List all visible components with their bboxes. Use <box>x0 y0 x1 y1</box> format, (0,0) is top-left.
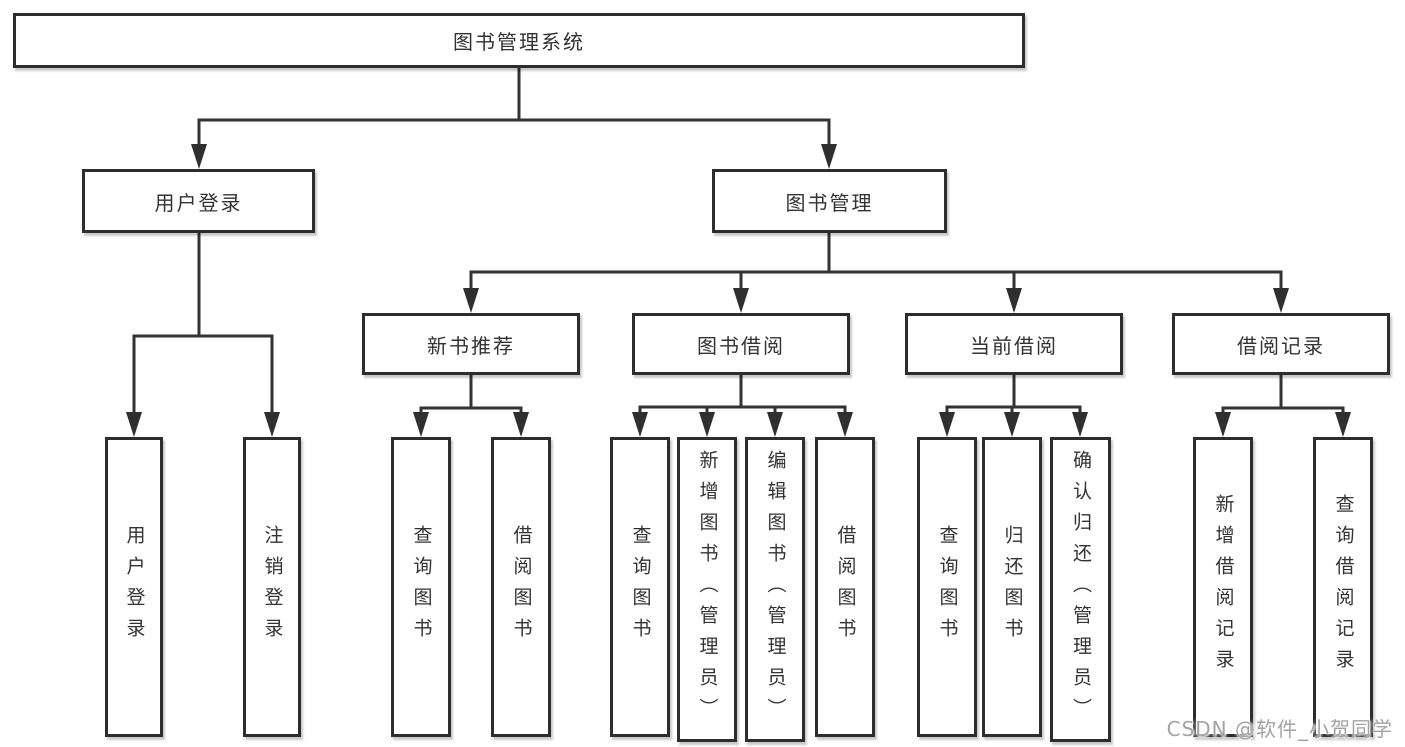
node-new-book-recommend: 新书推荐 <box>362 313 580 375</box>
leaf-recommend-query-book: 查询图书 <box>391 437 451 737</box>
leaf-recommend-borrow-book: 借阅图书 <box>491 437 551 737</box>
leaf-current-query-book: 查询图书 <box>917 437 977 737</box>
connector-arrowheads <box>126 144 1351 437</box>
node-borrow-records: 借阅记录 <box>1172 313 1390 375</box>
leaf-records-query-borrow-record: 查询借阅记录 <box>1313 437 1373 737</box>
node-book-borrow: 图书借阅 <box>632 313 850 375</box>
leaf-user-login: 用户登录 <box>105 437 163 737</box>
leaf-borrow-add-book-admin: 新增图书（管理员） <box>677 437 737 742</box>
leaf-logout-login: 注销登录 <box>243 437 301 737</box>
leaf-borrow-query-book: 查询图书 <box>610 437 670 737</box>
node-user-login: 用户登录 <box>82 169 315 233</box>
leaf-records-add-borrow-record: 新增借阅记录 <box>1193 437 1253 737</box>
node-library-system: 图书管理系统 <box>13 13 1025 68</box>
leaf-current-return-book: 归还图书 <box>982 437 1042 737</box>
node-book-management: 图书管理 <box>712 169 947 233</box>
leaf-current-confirm-return-admin: 确认归还（管理员） <box>1050 437 1111 742</box>
leaf-borrow-borrow-book: 借阅图书 <box>815 437 875 737</box>
leaf-borrow-edit-book-admin: 编辑图书（管理员） <box>745 437 805 742</box>
csdn-watermark: CSDN @软件_小贺同学 <box>1166 717 1393 741</box>
node-current-borrow: 当前借阅 <box>905 313 1123 375</box>
